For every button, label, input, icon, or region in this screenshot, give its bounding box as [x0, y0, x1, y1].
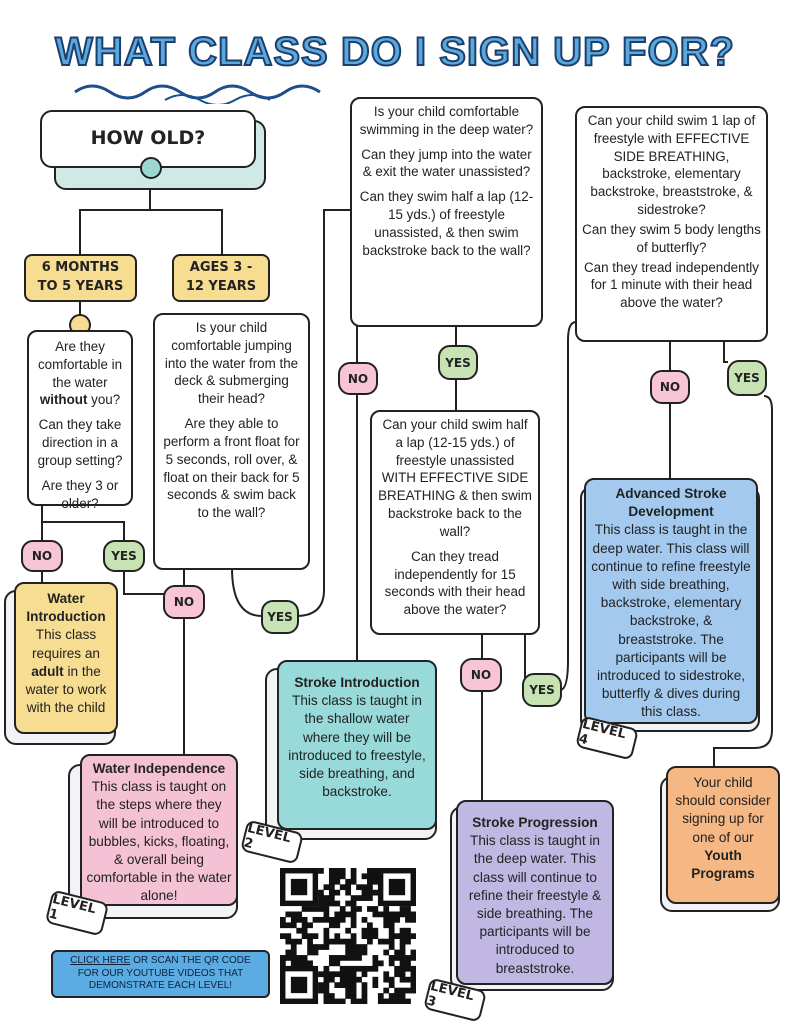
answer-no-side: NO [460, 658, 502, 692]
answer-no-child: NO [163, 585, 205, 619]
answer-no-advanced: NO [650, 370, 690, 404]
answer-yes-advanced: YES [727, 360, 767, 396]
youtube-cta-banner[interactable]: CLICK HERE OR SCAN THE QR CODE FOR OUR Y… [51, 950, 270, 998]
level-advanced-stroke-development: Advanced Stroke Development This class i… [584, 478, 758, 724]
answer-no-infant: NO [21, 540, 63, 572]
youtube-qr-code[interactable] [280, 868, 416, 1004]
wave-decoration [74, 84, 321, 104]
answer-yes-infant: YES [103, 540, 145, 572]
question-deep-water: Is your child comfortable swimming in th… [350, 97, 543, 327]
page-title: WHAT CLASS DO I SIGN UP FOR? [54, 29, 735, 75]
age-infant: 6 MONTHS TO 5 YEARS [24, 254, 137, 302]
answer-yes-child: YES [261, 600, 299, 634]
level-stroke-progression: Stroke Progression This class is taught … [456, 800, 614, 985]
question-advanced: Can your child swim 1 lap of freestyle w… [575, 106, 768, 342]
question-infant: Are they comfortable in the water withou… [27, 330, 133, 511]
start-box: HOW OLD? [40, 110, 256, 168]
level-stroke-introduction: Stroke Introduction This class is taught… [277, 660, 437, 830]
start-connector-dot [140, 157, 162, 179]
click-here-link[interactable]: CLICK HERE [70, 955, 131, 967]
age-child: AGES 3 - 12 YEARS [172, 254, 270, 302]
question-child: Is your child comfortable jumping into t… [153, 313, 310, 570]
youth-programs-box: Your child should consider signing up fo… [666, 766, 780, 904]
answer-yes-deep: YES [438, 345, 478, 380]
answer-yes-side: YES [522, 673, 562, 707]
answer-no-deep: NO [338, 362, 378, 395]
level-water-independence: Water Independence This class is taught … [80, 754, 238, 906]
level-water-introduction: Water Introduction This class requires a… [14, 582, 118, 734]
question-side-breathing: Can your child swim half a lap (12-15 yd… [370, 410, 540, 635]
